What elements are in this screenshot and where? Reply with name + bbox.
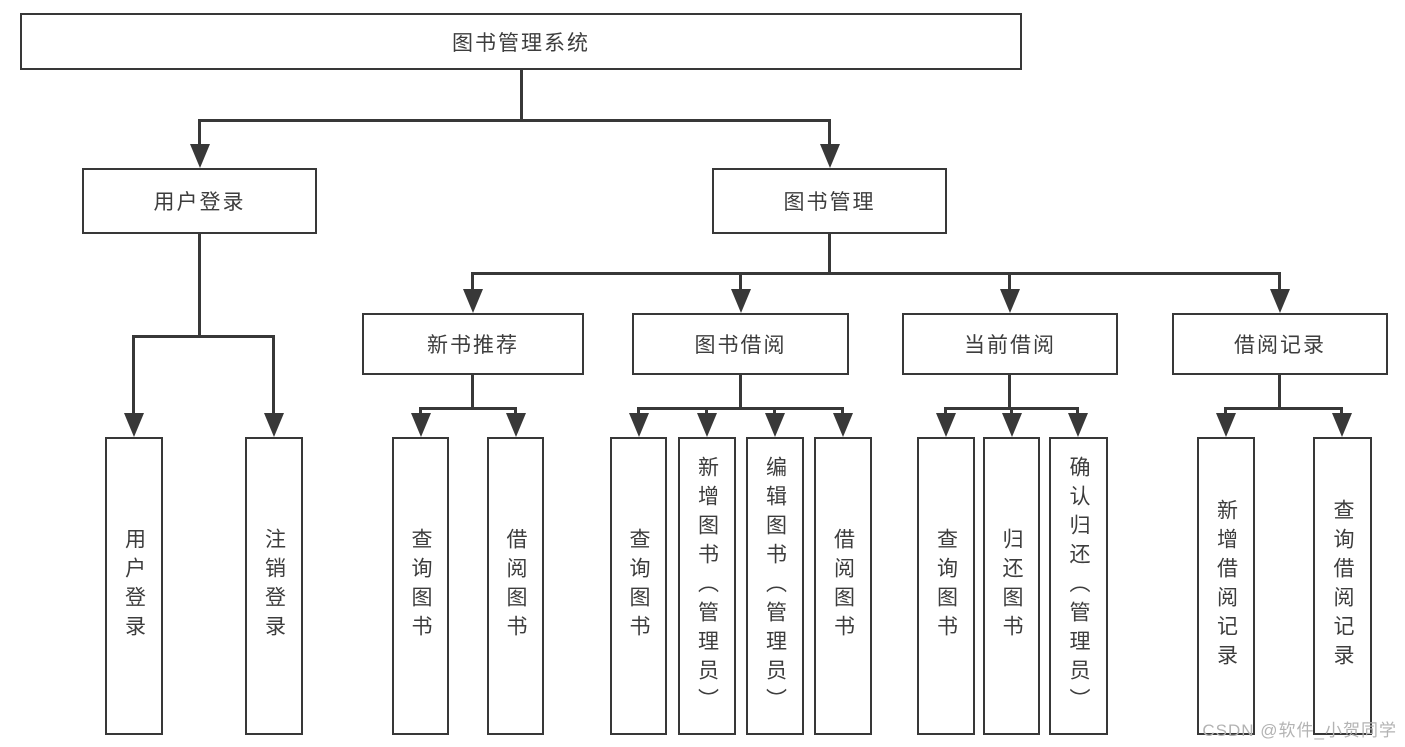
arrow-down-icon [1002,413,1022,437]
node-user-login: 用户登录 [82,168,317,234]
arrow-down-icon [765,413,785,437]
connector-line [471,272,1281,275]
connector-line [471,375,474,407]
arrow-down-icon [124,413,144,437]
connector-line [198,119,201,146]
arrow-down-icon [411,413,431,437]
leaf-user-login: 用户登录 [105,437,163,735]
arrow-down-icon [1332,413,1352,437]
arrow-down-icon [1068,413,1088,437]
arrow-down-icon [936,413,956,437]
arrow-down-icon [731,289,751,313]
leaf-borrow-books-2-label: 借阅图书 [831,528,855,644]
arrow-down-icon [463,289,483,313]
node-book-borrow: 图书借阅 [632,313,849,375]
connector-line [739,272,742,290]
leaf-query-borrow-record-label: 查询借阅记录 [1331,499,1354,673]
connector-line [1076,407,1079,415]
leaf-user-login-label: 用户登录 [122,528,146,644]
connector-line [198,119,831,122]
connector-line [828,119,831,146]
node-root-label: 图书管理系统 [452,31,590,55]
arrow-down-icon [506,413,526,437]
leaf-query-books-2-label: 查询图书 [627,528,650,644]
leaf-borrow-books-1-label: 借阅图书 [504,528,527,644]
leaf-query-books-2: 查询图书 [610,437,667,735]
connector-line [1010,407,1013,415]
connector-line [1008,375,1011,407]
node-new-book-recommend: 新书推荐 [362,313,584,375]
leaf-query-borrow-record: 查询借阅记录 [1313,437,1372,735]
connector-line [773,407,776,415]
connector-line [1008,272,1011,290]
node-root: 图书管理系统 [20,13,1022,70]
connector-line [419,407,422,415]
connector-line [1340,407,1343,415]
connector-line [739,375,742,407]
leaf-query-books-3-label: 查询图书 [934,528,958,644]
leaf-add-book-admin-label: 新增图书（管理员） [695,455,719,717]
arrow-down-icon [1216,413,1236,437]
leaf-query-books-1: 查询图书 [392,437,449,735]
connector-line [520,70,523,120]
arrow-down-icon [190,144,210,168]
leaf-borrow-books-2: 借阅图书 [814,437,872,735]
node-current-borrow: 当前借阅 [902,313,1118,375]
leaf-edit-book-admin-label: 编辑图书（管理员） [763,455,787,717]
connector-line [637,407,844,410]
connector-line [198,234,201,335]
leaf-add-borrow-record-label: 新增借阅记录 [1214,499,1238,673]
leaf-add-book-admin: 新增图书（管理员） [678,437,736,735]
leaf-query-books-3: 查询图书 [917,437,975,735]
connector-line [637,407,640,415]
arrow-down-icon [1000,289,1020,313]
connector-line [1278,272,1281,290]
connector-line [272,335,275,414]
arrow-down-icon [697,413,717,437]
leaf-logout: 注销登录 [245,437,303,735]
leaf-edit-book-admin: 编辑图书（管理员） [746,437,804,735]
leaf-return-books: 归还图书 [983,437,1040,735]
leaf-confirm-return-admin: 确认归还（管理员） [1049,437,1108,735]
node-book-management-label: 图书管理 [783,191,876,214]
connector-line [828,234,831,272]
connector-line [1224,407,1343,410]
connector-line [1278,375,1281,407]
node-book-borrow-label: 图书借阅 [694,334,787,357]
connector-line [132,335,135,414]
connector-line [419,407,517,410]
leaf-borrow-books-1: 借阅图书 [487,437,544,735]
node-new-book-recommend-label: 新书推荐 [427,334,519,357]
arrow-down-icon [820,144,840,168]
leaf-add-borrow-record: 新增借阅记录 [1197,437,1255,735]
connector-line [705,407,708,415]
arrow-down-icon [1270,289,1290,313]
leaf-confirm-return-admin-label: 确认归还（管理员） [1067,455,1090,717]
connector-line [132,335,275,338]
arrow-down-icon [833,413,853,437]
leaf-return-books-label: 归还图书 [1000,528,1023,644]
leaf-logout-label: 注销登录 [262,528,286,644]
arrow-down-icon [629,413,649,437]
connector-line [944,407,947,415]
node-book-management: 图书管理 [712,168,947,234]
node-borrow-records-label: 借阅记录 [1234,334,1326,357]
connector-line [471,272,474,290]
node-borrow-records: 借阅记录 [1172,313,1388,375]
arrow-down-icon [264,413,284,437]
node-user-login-label: 用户登录 [153,191,246,214]
connector-line [1224,407,1227,415]
node-current-borrow-label: 当前借阅 [964,334,1056,357]
connector-line [514,407,517,415]
leaf-query-books-1-label: 查询图书 [409,528,432,644]
connector-line [841,407,844,415]
watermark: CSDN @软件_小贺同学 [1202,721,1397,740]
